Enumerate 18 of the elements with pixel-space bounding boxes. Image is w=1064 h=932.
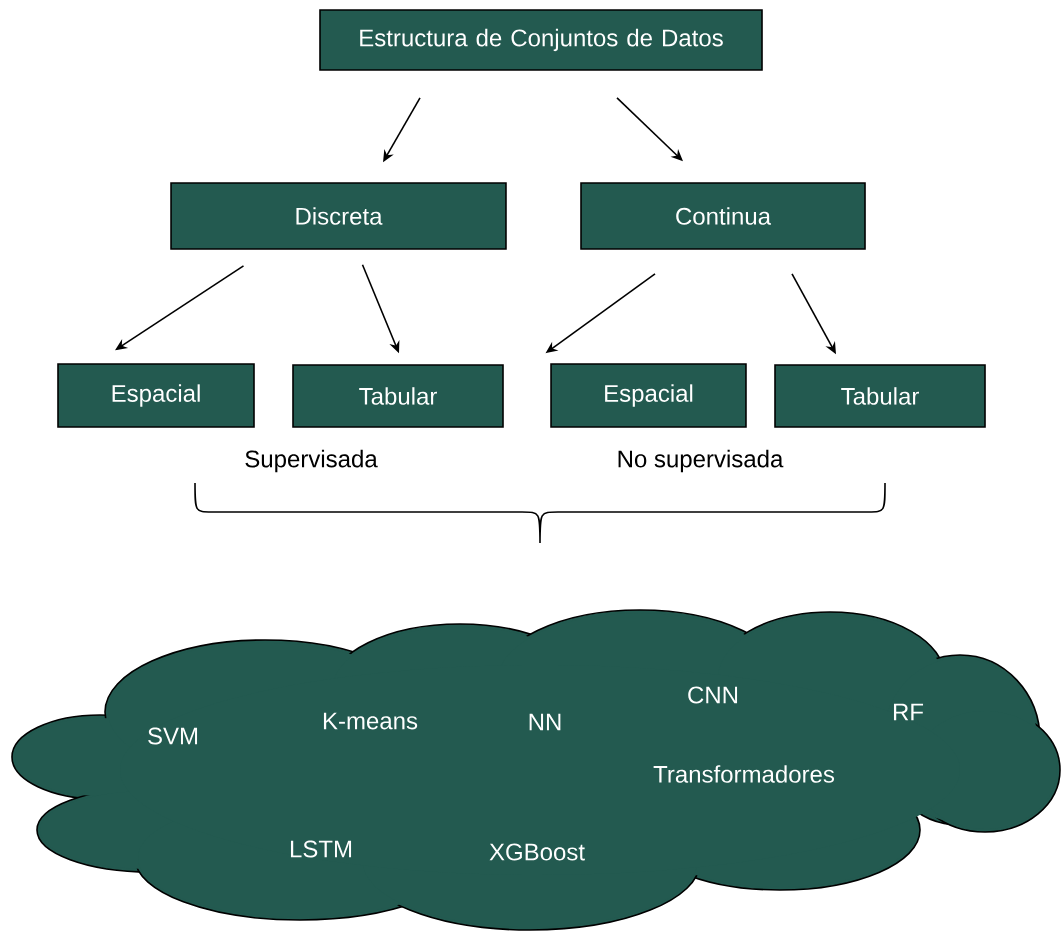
cloud: [11, 609, 1061, 931]
cloud-label: SVM: [148, 727, 198, 745]
cloud-label: XGBoost: [489, 843, 585, 861]
cloud-label: K-means: [323, 712, 418, 730]
process-box: Continua: [580, 182, 866, 250]
group-label: No supervisada: [618, 449, 784, 473]
process-box: Espacial: [57, 363, 255, 428]
cloud-label: NN: [529, 713, 561, 731]
process-box: Tabular: [774, 364, 986, 428]
cloud-label: RF: [894, 703, 924, 721]
group-label: Supervisada: [245, 449, 378, 473]
process-box: Tabular: [292, 364, 504, 428]
cloud-label: Transformadores: [653, 765, 835, 783]
process-box: Espacial: [550, 363, 747, 428]
cloud-label: CNN: [688, 686, 738, 704]
process-box: Estructura de Conjuntos de Datos: [319, 9, 763, 71]
process-box: Discreta: [170, 182, 507, 250]
cloud-label: LSTM: [290, 840, 352, 858]
